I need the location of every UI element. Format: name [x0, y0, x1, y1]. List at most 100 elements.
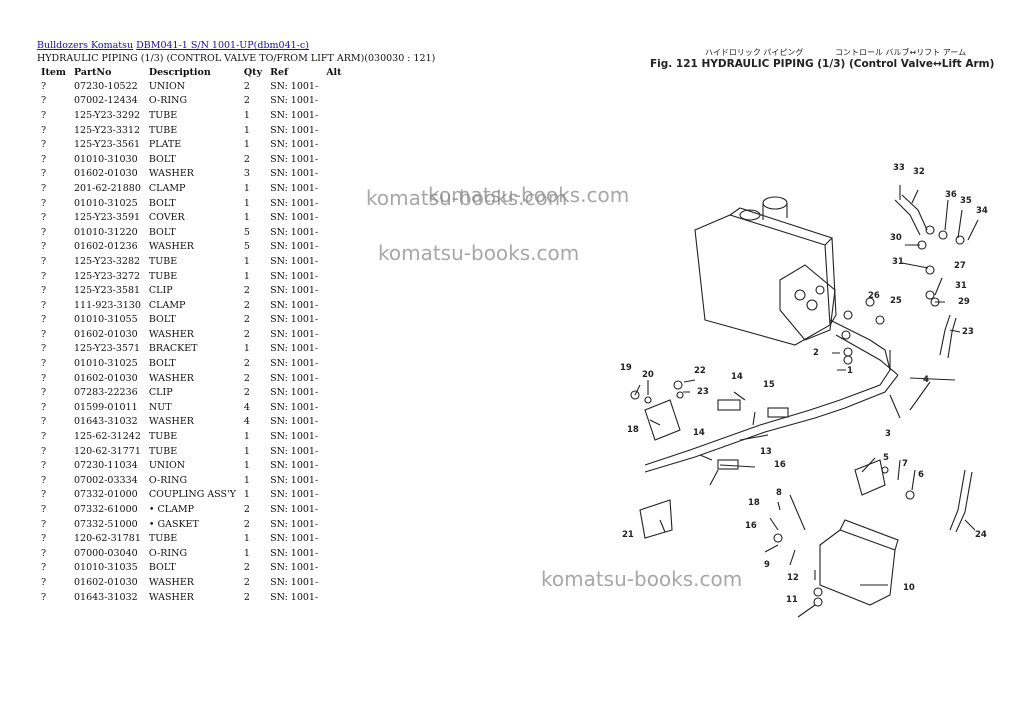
cell-description: O-RING [148, 95, 188, 107]
cell-alt [322, 108, 345, 123]
cell-alt [322, 240, 345, 255]
cell-partno: 125-Y23-3282 [74, 255, 141, 267]
callout-27: 25 [890, 296, 902, 306]
cell-partno: 07002-12434 [74, 95, 138, 107]
cell-description: NUT [148, 401, 172, 413]
callout-15-b: 15 [763, 380, 775, 390]
figure-jp-right: コントロール バルブ↔リフト アーム [835, 48, 967, 57]
cell-qty: 1 [243, 109, 250, 121]
callout-34: 34 [976, 206, 988, 216]
cell-description: • GASKET [148, 518, 199, 530]
cell-item: ? [41, 328, 47, 340]
callout-10: 10 [903, 583, 915, 593]
cell-description: COUPLING ASS'Y [148, 489, 236, 501]
cell-qty: 2 [243, 153, 250, 165]
plate-5 [854, 459, 886, 496]
cell-qty: 2 [243, 372, 250, 384]
cell-description: TUBE [148, 445, 178, 457]
cell-qty: 2 [243, 591, 250, 603]
cell-partno: 07283-22236 [74, 387, 138, 399]
callout-6: 6 [918, 470, 924, 480]
cell-item: ? [41, 387, 47, 399]
callout-35: 35 [960, 196, 972, 206]
callout-24: 23 [697, 387, 709, 397]
cell-item: ? [41, 489, 47, 501]
cell-partno: 125-Y23-3561 [74, 139, 141, 151]
cell-qty: 2 [243, 95, 250, 107]
cell-ref: SN: 1001- [270, 255, 319, 267]
cell-ref: SN: 1001- [270, 358, 319, 370]
cell-partno: 07332-51000 [74, 518, 138, 530]
cell-partno: 125-Y23-3272 [74, 270, 141, 282]
cell-alt [322, 488, 345, 503]
cell-item: ? [41, 460, 47, 472]
cell-description: UNION [148, 80, 186, 92]
callout-33: 33 [893, 163, 905, 173]
col-header-description: Description [148, 66, 211, 78]
cell-description: • CLAMP [148, 504, 195, 516]
cell-partno: 01010-31220 [74, 226, 138, 238]
cell-alt [322, 473, 345, 488]
cell-alt [322, 79, 345, 94]
cell-description: TUBE [148, 124, 178, 136]
callout-2: 2 [813, 348, 819, 358]
cell-description: BOLT [148, 226, 176, 238]
cell-ref: SN: 1001- [270, 168, 319, 180]
cell-qty: 3 [243, 168, 250, 180]
cell-item: ? [41, 591, 47, 603]
cell-partno: 120-62-31771 [74, 445, 141, 457]
cell-item: ? [41, 474, 47, 486]
cell-description: TUBE [148, 431, 178, 443]
cell-alt [322, 415, 345, 430]
cell-description: UNION [148, 460, 186, 472]
cell-alt [322, 502, 345, 517]
cell-description: WASHER [148, 328, 194, 340]
callout-1: 1 [847, 366, 853, 376]
callout-18: 18 [748, 498, 760, 508]
cell-description: CLAMP [148, 299, 186, 311]
cell-item: ? [41, 241, 47, 253]
cell-item: ? [41, 285, 47, 297]
cell-item: ? [41, 401, 47, 413]
cell-partno: 125-62-31242 [74, 431, 141, 443]
cell-description: WASHER [148, 416, 194, 428]
cell-description: COVER [148, 212, 185, 224]
cell-ref: SN: 1001- [270, 591, 319, 603]
callout-16: 16 [774, 460, 786, 470]
cell-ref: SN: 1001- [270, 431, 319, 443]
cell-item: ? [41, 518, 47, 530]
figure-title: Fig. 121 HYDRAULIC PIPING (1/3) (Control… [650, 58, 995, 70]
cell-partno: 07332-61000 [74, 504, 138, 516]
cell-qty: 1 [243, 445, 250, 457]
callout-29: 27 [954, 261, 966, 271]
cell-partno: 01599-01011 [74, 401, 138, 413]
cell-partno: 01602-01030 [74, 168, 138, 180]
cell-ref: SN: 1001- [270, 328, 319, 340]
cell-description: CLAMP [148, 182, 186, 194]
cell-partno: 01010-31030 [74, 153, 138, 165]
cell-alt [322, 458, 345, 473]
cell-qty: 2 [243, 562, 250, 574]
callout-12: 12 [787, 573, 799, 583]
cell-qty: 1 [243, 533, 250, 545]
cell-ref: SN: 1001- [270, 124, 319, 136]
breadcrumb-model-link[interactable]: DBM041-1 S/N 1001-UP(dbm041-c) [136, 40, 309, 51]
cell-item: ? [41, 431, 47, 443]
callout-11: 11 [786, 595, 798, 605]
col-header-alt: Alt [326, 66, 342, 78]
cell-ref: SN: 1001- [270, 285, 319, 297]
breadcrumb-brand-link[interactable]: Bulldozers Komatsu [37, 40, 134, 51]
callout-4: 4 [923, 375, 929, 385]
